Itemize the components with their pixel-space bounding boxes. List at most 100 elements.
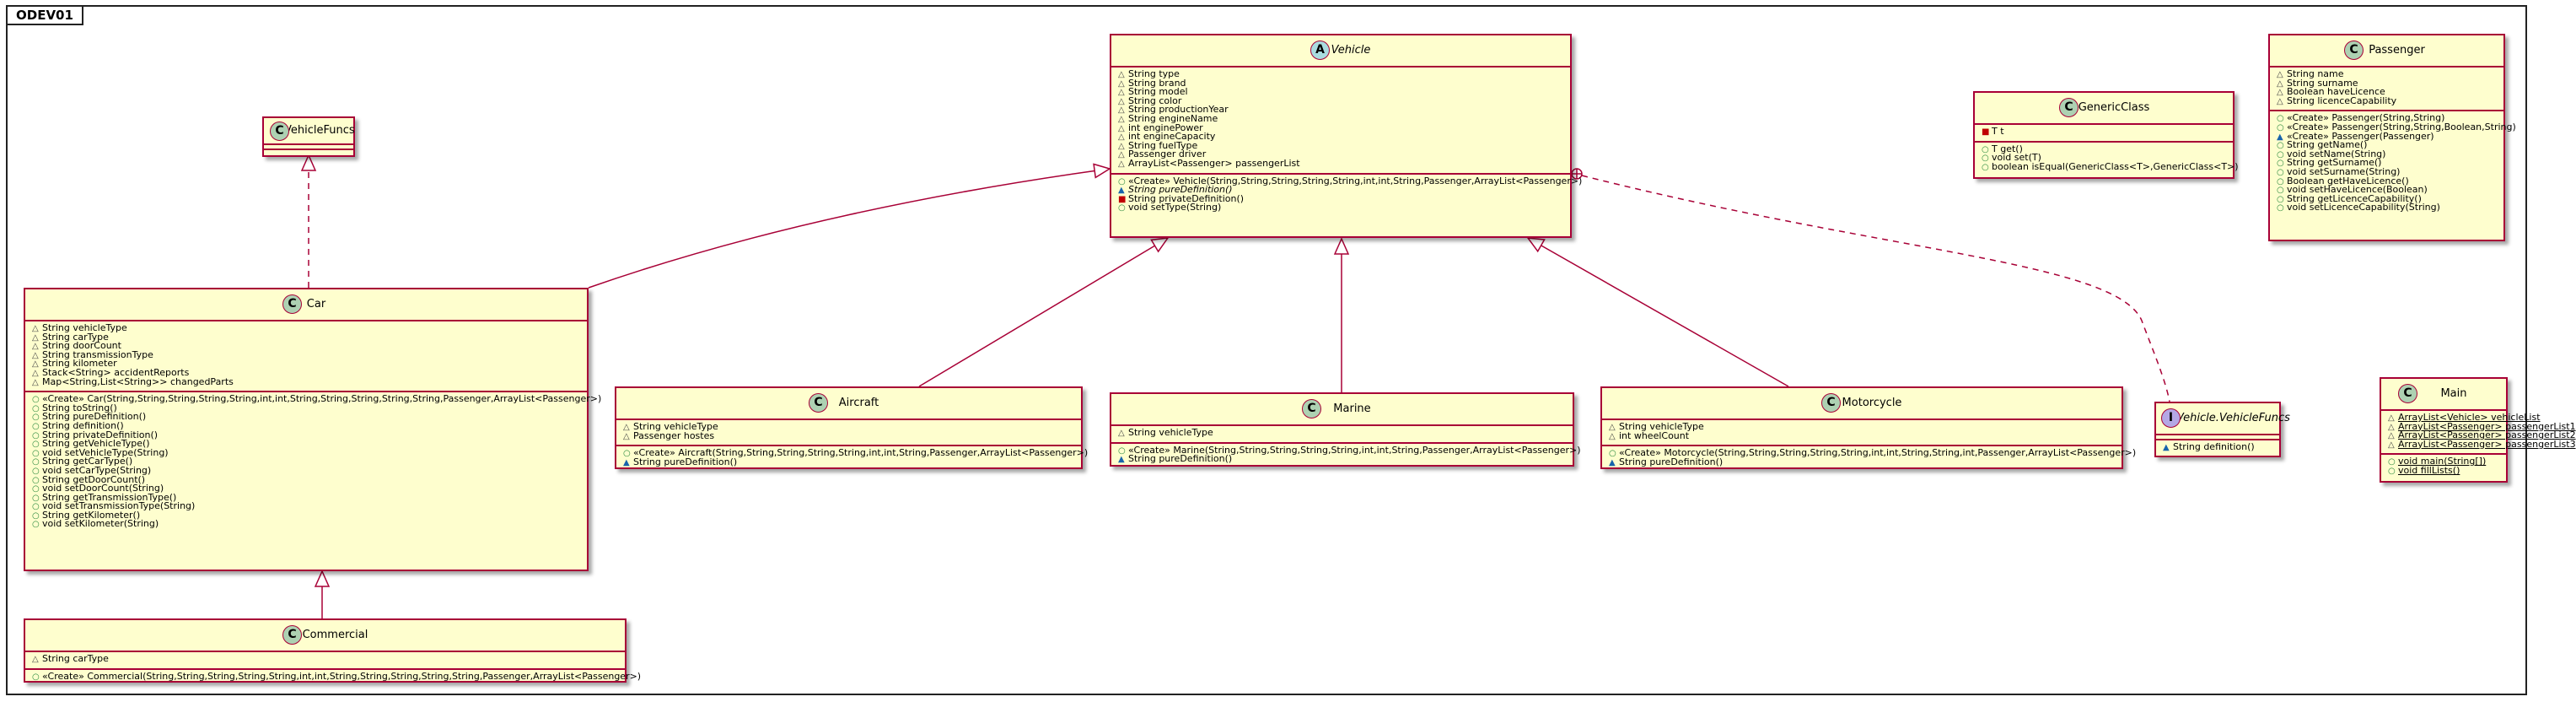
member-row: △ArrayList<Vehicle> vehicleList bbox=[2381, 413, 2541, 423]
member-row: ○T get() bbox=[1975, 143, 2233, 154]
member-row: △Map<String,List<String>> changedParts bbox=[25, 377, 587, 387]
member-text: String getCarType() bbox=[42, 456, 133, 467]
member-text: String pureDefinition() bbox=[1128, 184, 1233, 196]
methods-section: ○«Create» Commercial(String,String,Strin… bbox=[25, 667, 641, 686]
methods-section: ○«Create» Motorcycle(String,String,Strin… bbox=[1602, 445, 2136, 471]
member-text: void main(String[]) bbox=[2398, 456, 2487, 467]
interface-vehicle-vehiclefuncs[interactable]: I Vehicle.VehicleFuncs ▲String definitio… bbox=[2154, 402, 2290, 457]
member-text: String pureDefinition() bbox=[42, 411, 147, 423]
visibility-icon: ○ bbox=[1118, 176, 1126, 186]
class-vehicle[interactable]: A Vehicle △String type△String brand△Stri… bbox=[1110, 34, 1582, 238]
visibility-icon: △ bbox=[32, 377, 39, 387]
visibility-icon: △ bbox=[1118, 141, 1125, 151]
member-text: String vehicleType bbox=[1128, 427, 1213, 438]
relation-aircraft-vehicle bbox=[918, 238, 1168, 387]
member-text: String vehicleType bbox=[633, 421, 718, 432]
member-text: «Create» Marine(String,String,String,Str… bbox=[1128, 444, 1581, 456]
class-commercial[interactable]: C Commercial △String carType ○«Create» C… bbox=[24, 618, 641, 686]
class-genericclass[interactable]: C GenericClass ■T t ○T get()○void set(T)… bbox=[1973, 91, 2239, 179]
abstract-class-icon: A bbox=[1310, 40, 1330, 60]
member-text: String privateDefinition() bbox=[42, 429, 159, 440]
visibility-icon: ■ bbox=[1982, 127, 1990, 137]
class-motorcycle[interactable]: C Motorcycle △String vehicleType△int whe… bbox=[1600, 386, 2136, 471]
visibility-icon: ○ bbox=[32, 457, 40, 467]
class-name: Commercial bbox=[302, 629, 368, 641]
visibility-icon: ○ bbox=[32, 484, 40, 494]
member-text: String pureDefinition() bbox=[633, 456, 738, 467]
class-marine[interactable]: C Marine △String vehicleType ○«Create» M… bbox=[1110, 392, 1581, 468]
visibility-icon: △ bbox=[2277, 96, 2283, 106]
methods-section: ○«Create» Passenger(String,String)○«Crea… bbox=[2270, 110, 2516, 217]
visibility-icon: △ bbox=[1118, 150, 1125, 160]
member-text: String getLicenceCapability() bbox=[2287, 192, 2422, 204]
class-aircraft[interactable]: C Aircraft △String vehicleType△Passenger… bbox=[615, 386, 1088, 469]
member-row: △ArrayList<Passenger> passengerList bbox=[1111, 159, 1570, 169]
member-row: ○String definition() bbox=[25, 421, 587, 431]
member-text: int wheelCount bbox=[1619, 429, 1690, 441]
member-text: T get() bbox=[1992, 143, 2023, 154]
member-text: String vehicleType bbox=[42, 322, 127, 333]
visibility-icon: △ bbox=[2277, 78, 2283, 89]
member-text: «Create» Passenger(String,String) bbox=[2287, 112, 2445, 124]
member-text: String getDoorCount() bbox=[42, 473, 146, 485]
member-row: △ Boolean haveLicence bbox=[2270, 86, 2503, 98]
class-name: Aircraft bbox=[838, 397, 879, 409]
visibility-icon: ○ bbox=[2277, 167, 2284, 177]
visibility-icon: △ bbox=[1118, 132, 1125, 143]
class-main[interactable]: C Main △ArrayList<Vehicle> vehicleList△A… bbox=[2380, 377, 2576, 483]
visibility-icon: ○ bbox=[32, 520, 40, 530]
member-text: ArrayList<Passenger> passengerList1 bbox=[2398, 420, 2576, 432]
member-text: «Create» Vehicle(String,String,String,St… bbox=[1128, 175, 1583, 186]
member-row: ○boolean isEqual(GenericClass<T>,Generic… bbox=[1975, 162, 2239, 172]
visibility-icon: ○ bbox=[32, 672, 40, 682]
member-text: ArrayList<Passenger> passengerList2 bbox=[2398, 429, 2576, 441]
member-row: ○«Create» Passenger(String,String) bbox=[2270, 112, 2503, 124]
visibility-icon: △ bbox=[623, 423, 630, 432]
member-text: void setVehicleType(String) bbox=[42, 446, 169, 458]
visibility-icon: △ bbox=[2388, 440, 2395, 450]
member-row: △Passenger driver bbox=[1111, 149, 1570, 160]
member-text: String productionYear bbox=[1128, 104, 1229, 116]
member-text: String carType bbox=[42, 331, 109, 343]
member-row: ○void setType(String) bbox=[1111, 202, 1570, 213]
member-row: △ String name bbox=[2270, 68, 2503, 79]
visibility-icon: △ bbox=[2277, 88, 2283, 98]
visibility-icon: ○ bbox=[1118, 203, 1126, 213]
class-name: Vehicle bbox=[1331, 44, 1371, 57]
member-text: Boolean haveLicence bbox=[2287, 86, 2385, 98]
methods-section: ○«Create» Marine(String,String,String,St… bbox=[1111, 441, 1581, 468]
class-passenger[interactable]: C Passenger △String name△String surname△… bbox=[2268, 34, 2516, 241]
visibility-icon: ○ bbox=[1982, 154, 1989, 164]
member-row: ○void main(String[]) bbox=[2381, 456, 2506, 467]
member-row: ○String getDoorCount() bbox=[25, 473, 587, 485]
member-text: String fuelType bbox=[1128, 139, 1198, 151]
member-text: String getTransmissionType() bbox=[42, 491, 177, 503]
member-text: String name bbox=[2287, 68, 2344, 79]
class-icon: C bbox=[2398, 384, 2417, 403]
class-vehiclefuncs[interactable]: C VehicleFuncs bbox=[262, 116, 355, 157]
visibility-icon: ○ bbox=[32, 448, 40, 458]
visibility-icon: △ bbox=[2388, 413, 2395, 423]
member-text: T t bbox=[1992, 126, 2004, 137]
member-row: ○String pureDefinition() bbox=[25, 411, 587, 423]
member-row: ▲String pureDefinition() bbox=[1111, 454, 1573, 464]
visibility-icon: ○ bbox=[32, 440, 40, 450]
class-car[interactable]: C Car △String vehicleType△String carType… bbox=[24, 288, 601, 571]
member-row: ○«Create» Motorcycle(String,String,Strin… bbox=[1602, 448, 2136, 458]
visibility-icon: △ bbox=[2277, 70, 2283, 79]
member-text: String kilometer bbox=[42, 358, 117, 370]
visibility-icon: ○ bbox=[623, 449, 631, 459]
member-row: △String brand bbox=[1111, 78, 1570, 89]
member-text: String color bbox=[1128, 94, 1182, 106]
member-row: △int engineCapacity bbox=[1111, 132, 1570, 142]
methods-section: ○«Create» Car(String,String,String,Strin… bbox=[25, 391, 601, 533]
visibility-icon: ○ bbox=[32, 502, 40, 512]
member-text: void setKilometer(String) bbox=[42, 518, 159, 530]
class-icon: C bbox=[282, 294, 302, 314]
class-icon: C bbox=[2059, 98, 2079, 117]
visibility-icon: ○ bbox=[32, 413, 40, 423]
member-row: ○String getCarType() bbox=[25, 456, 587, 467]
member-row: ○«Create» Commercial(String,String,Strin… bbox=[25, 672, 641, 682]
relation-car-vehicle bbox=[588, 169, 1110, 289]
member-row: ○«Create» Car(String,String,String,Strin… bbox=[25, 394, 601, 404]
